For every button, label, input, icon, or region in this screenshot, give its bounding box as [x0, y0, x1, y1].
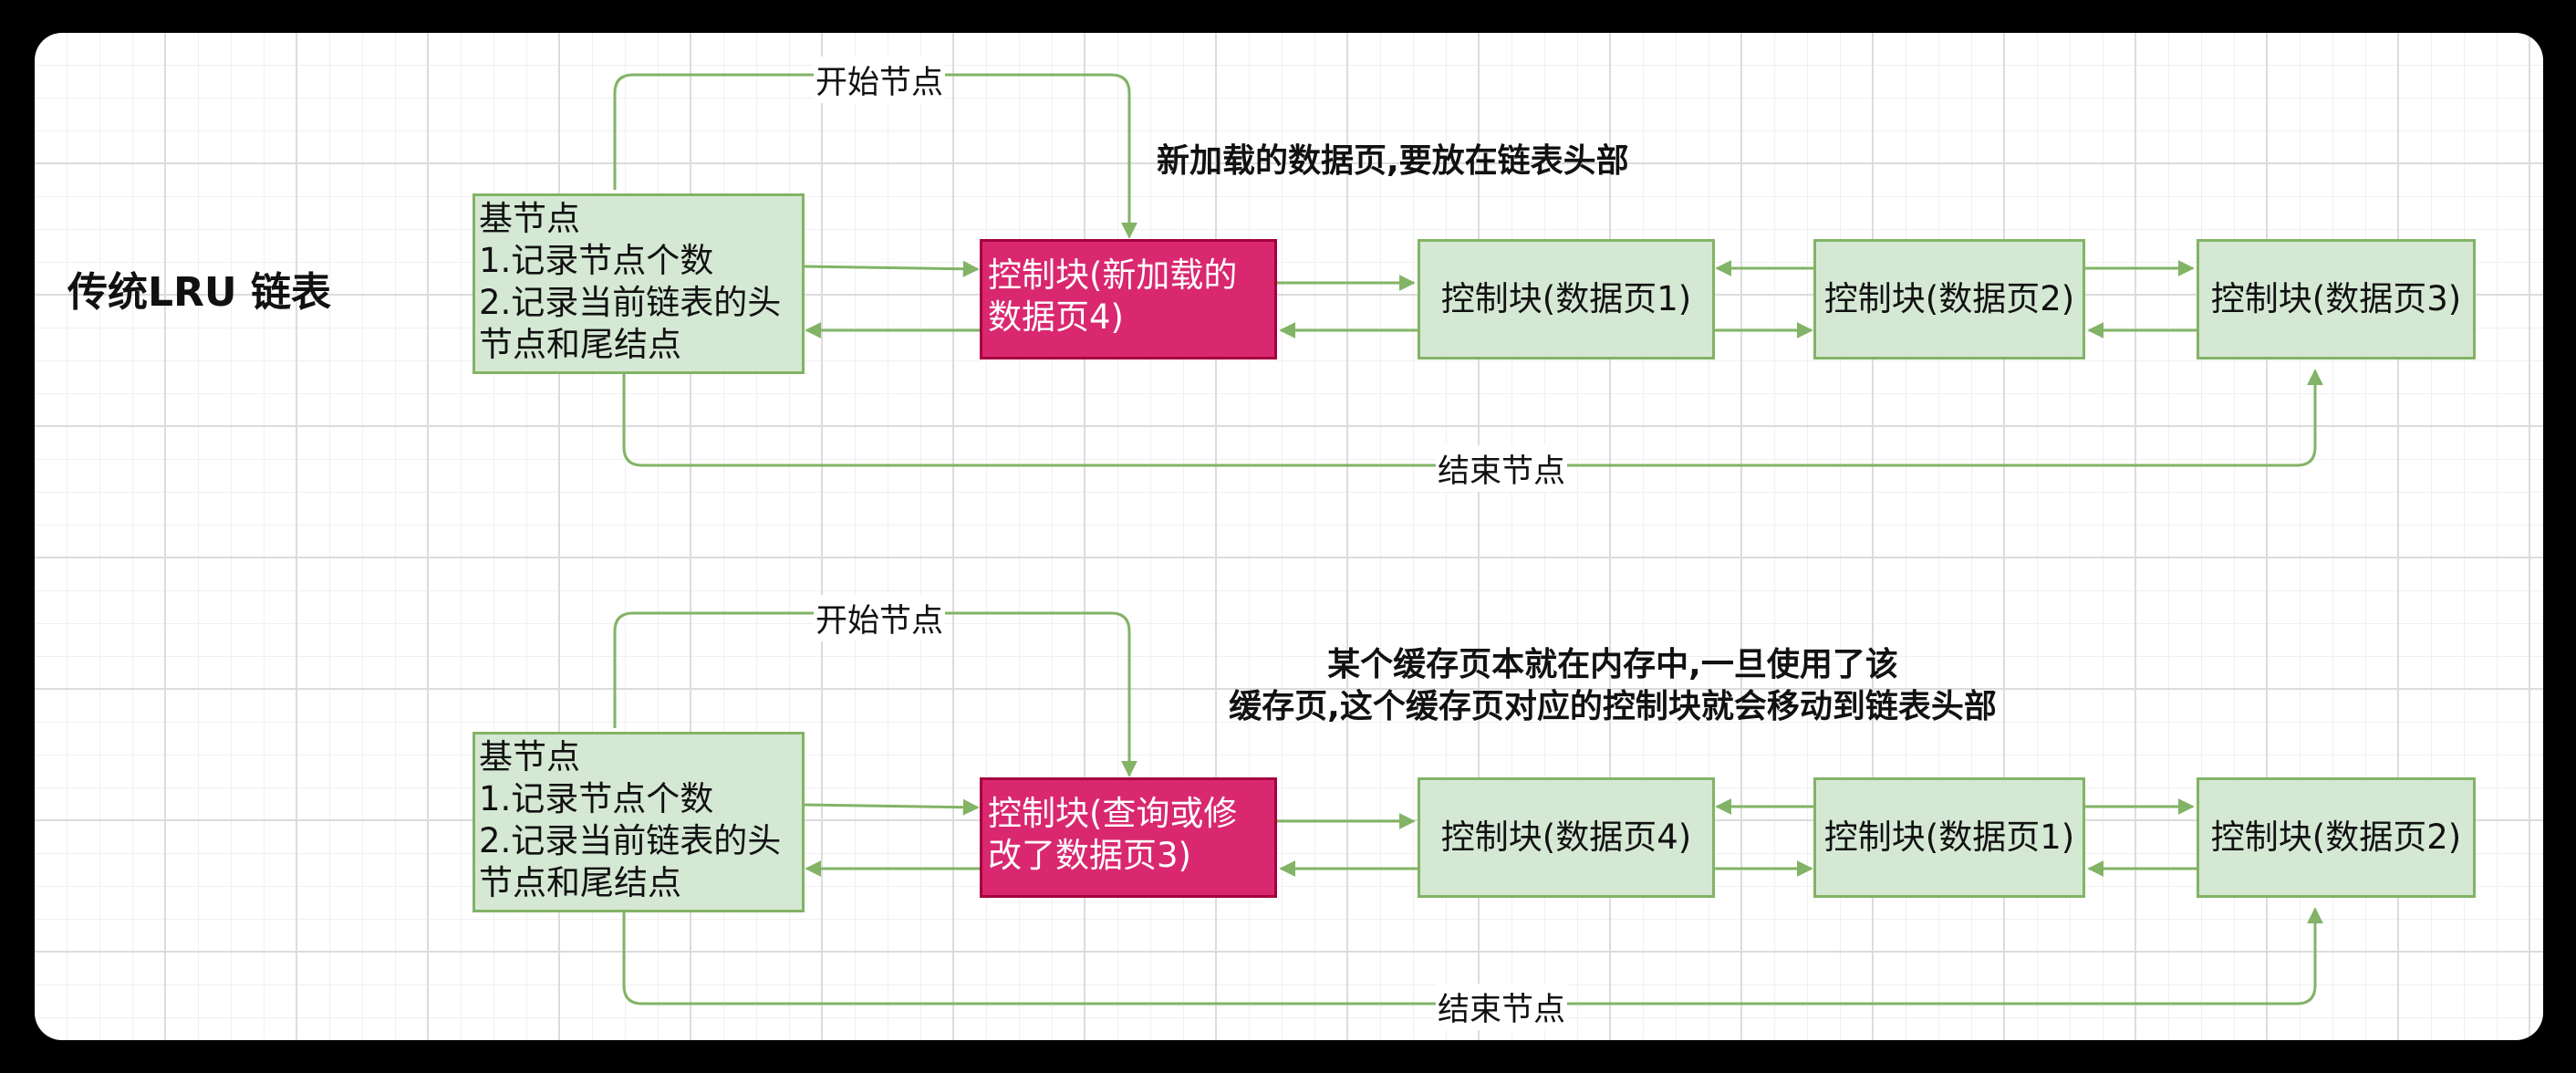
start-node-label-1: 开始节点: [814, 57, 946, 103]
diagram-canvas: 传统LRU 链表 基节点 1.记录节点个数 2.记录当前链表的头 节点和尾结点 …: [35, 33, 2543, 1040]
end-node-label-2: 结束节点: [1436, 984, 1568, 1030]
diagram-title: 传统LRU 链表: [68, 269, 331, 316]
head-control-block-2: 控制块(查询或修 改了数据页3): [980, 777, 1277, 898]
start-node-label-2: 开始节点: [814, 595, 946, 641]
control-block-1-2: 控制块(数据页2): [1813, 239, 2085, 359]
control-block-2-1: 控制块(数据页4): [1418, 777, 1715, 898]
edge-layer: [613, 73, 2323, 1005]
control-block-2-3: 控制块(数据页2): [2197, 777, 2476, 898]
base-to-head-edge-2: [802, 798, 980, 816]
head-control-block-1: 控制块(新加载的 数据页4): [980, 239, 1277, 359]
control-block-1-1: 控制块(数据页1): [1418, 239, 1715, 359]
control-block-2-2: 控制块(数据页1): [1813, 777, 2085, 898]
base-to-head-edge-1: [802, 260, 980, 277]
base-node-1: 基节点 1.记录节点个数 2.记录当前链表的头 节点和尾结点: [473, 193, 805, 374]
base-node-2: 基节点 1.记录节点个数 2.记录当前链表的头 节点和尾结点: [473, 732, 805, 912]
end-node-label-1: 结束节点: [1436, 445, 1568, 492]
control-block-1-3: 控制块(数据页3): [2197, 239, 2476, 359]
note-1: 新加载的数据页,要放在链表头部: [1157, 142, 1629, 180]
note-2: 某个缓存页本就在内存中,一旦使用了该 缓存页,这个缓存页对应的控制块就会移动到链…: [1229, 646, 1997, 725]
